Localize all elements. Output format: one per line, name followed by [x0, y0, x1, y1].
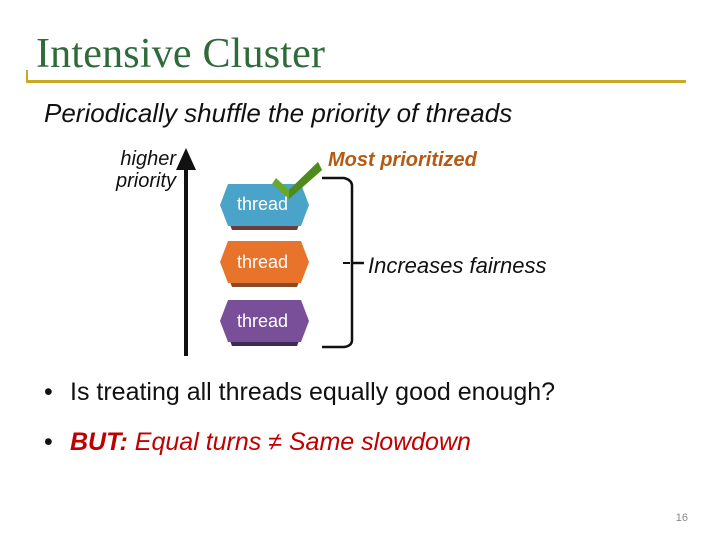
bullet-icon: • — [44, 378, 53, 406]
thread-block-3 — [220, 300, 309, 346]
priority-arrow — [176, 148, 196, 356]
page-number: 16 — [675, 512, 688, 524]
title-rule-tick — [26, 70, 28, 82]
fairness-bracket — [322, 176, 364, 349]
thread-label-3: thread — [237, 311, 289, 331]
slide-subtitle: Periodically shuffle the priority of thr… — [44, 98, 513, 128]
priority-axis-label: higher priority — [115, 148, 176, 192]
bullet-text-1: Is treating all threads equally good eno… — [70, 378, 556, 406]
bullet-lead-2: BUT: — [70, 428, 128, 456]
bullet-icon: • — [44, 428, 53, 456]
slide-title: Intensive Cluster — [36, 31, 326, 77]
thread-label-1: thread — [237, 194, 289, 214]
thread-label-2: thread — [237, 252, 289, 272]
thread-block-2 — [220, 241, 309, 287]
bullet-body-2: Equal turns ≠ Same slowdown — [127, 428, 471, 456]
title-rule — [26, 80, 686, 83]
bullet-text-2: BUT: Equal turns ≠ Same slowdown — [70, 428, 471, 457]
check-icon — [272, 162, 322, 199]
increases-fairness-label: Increases fairness — [368, 253, 547, 278]
most-prioritized-label: Most prioritized — [328, 149, 477, 171]
